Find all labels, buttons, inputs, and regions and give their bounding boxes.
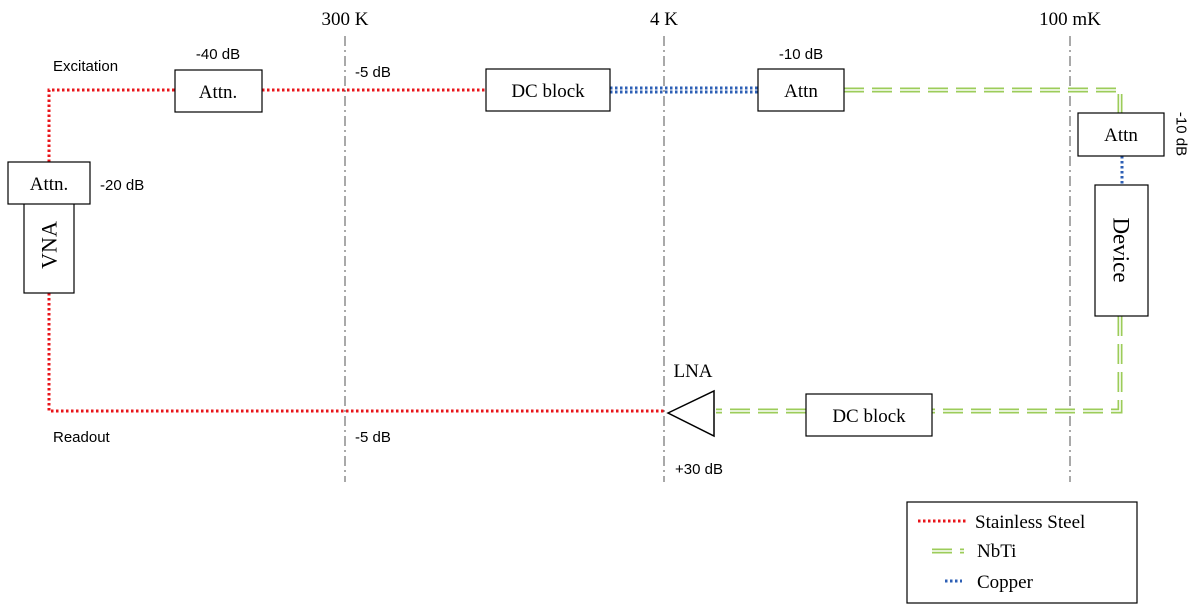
wire-nbti-device-to-dcblock xyxy=(932,316,1123,414)
device-box xyxy=(1094,184,1149,317)
legend-stainless-steel-label: Stainless Steel xyxy=(975,512,1085,533)
wire-ss-vna-to-attn40 xyxy=(47,88,175,162)
attenuator-mk-value: -10 dB xyxy=(1173,112,1190,156)
attenuator-40db-box xyxy=(174,69,263,113)
lna-amplifier-icon xyxy=(666,389,715,438)
dc-block-top-label: DC block xyxy=(511,81,585,102)
device-label: Device xyxy=(1109,217,1134,282)
attenuator-40db-value: -40 dB xyxy=(196,46,240,63)
excitation-label: Excitation xyxy=(53,58,118,75)
lna-gain: +30 dB xyxy=(675,461,723,478)
readout-ss-loss: -5 dB xyxy=(355,429,391,446)
dc-block-bottom-box xyxy=(805,393,933,437)
attenuator-10db-label: Attn xyxy=(784,81,818,102)
legend-copper-label: Copper xyxy=(977,572,1034,593)
dc-block-top-box xyxy=(485,68,611,112)
vna-box xyxy=(23,195,75,294)
vna-attenuator-label: Attn. xyxy=(30,174,69,195)
wire-nbti-attn-to-mk xyxy=(844,87,1123,113)
vna-attenuator-db: -20 dB xyxy=(100,177,144,194)
stage-label-100mk: 100 mK xyxy=(1039,9,1101,30)
readout-label: Readout xyxy=(53,429,111,446)
attenuator-mk-box xyxy=(1077,112,1165,157)
excitation-ss-loss: -5 dB xyxy=(355,64,391,81)
dc-block-bottom-label: DC block xyxy=(832,406,906,427)
lna-label: LNA xyxy=(673,361,712,382)
vna-attenuator-box xyxy=(7,161,91,205)
wire-ss-readout xyxy=(47,293,666,413)
stage-label-4k: 4 K xyxy=(650,9,678,30)
stage-label-300k: 300 K xyxy=(322,9,369,30)
attenuator-10db-value: -10 dB xyxy=(779,46,823,63)
attenuator-10db-box xyxy=(757,68,845,112)
vna-label: VNA xyxy=(37,221,62,269)
legend: Stainless Steel NbTi Copper xyxy=(906,501,1138,604)
attenuator-mk-label: Attn xyxy=(1104,125,1138,146)
attenuator-40db-label: Attn. xyxy=(199,82,238,103)
legend-nbti-label: NbTi xyxy=(977,541,1016,562)
